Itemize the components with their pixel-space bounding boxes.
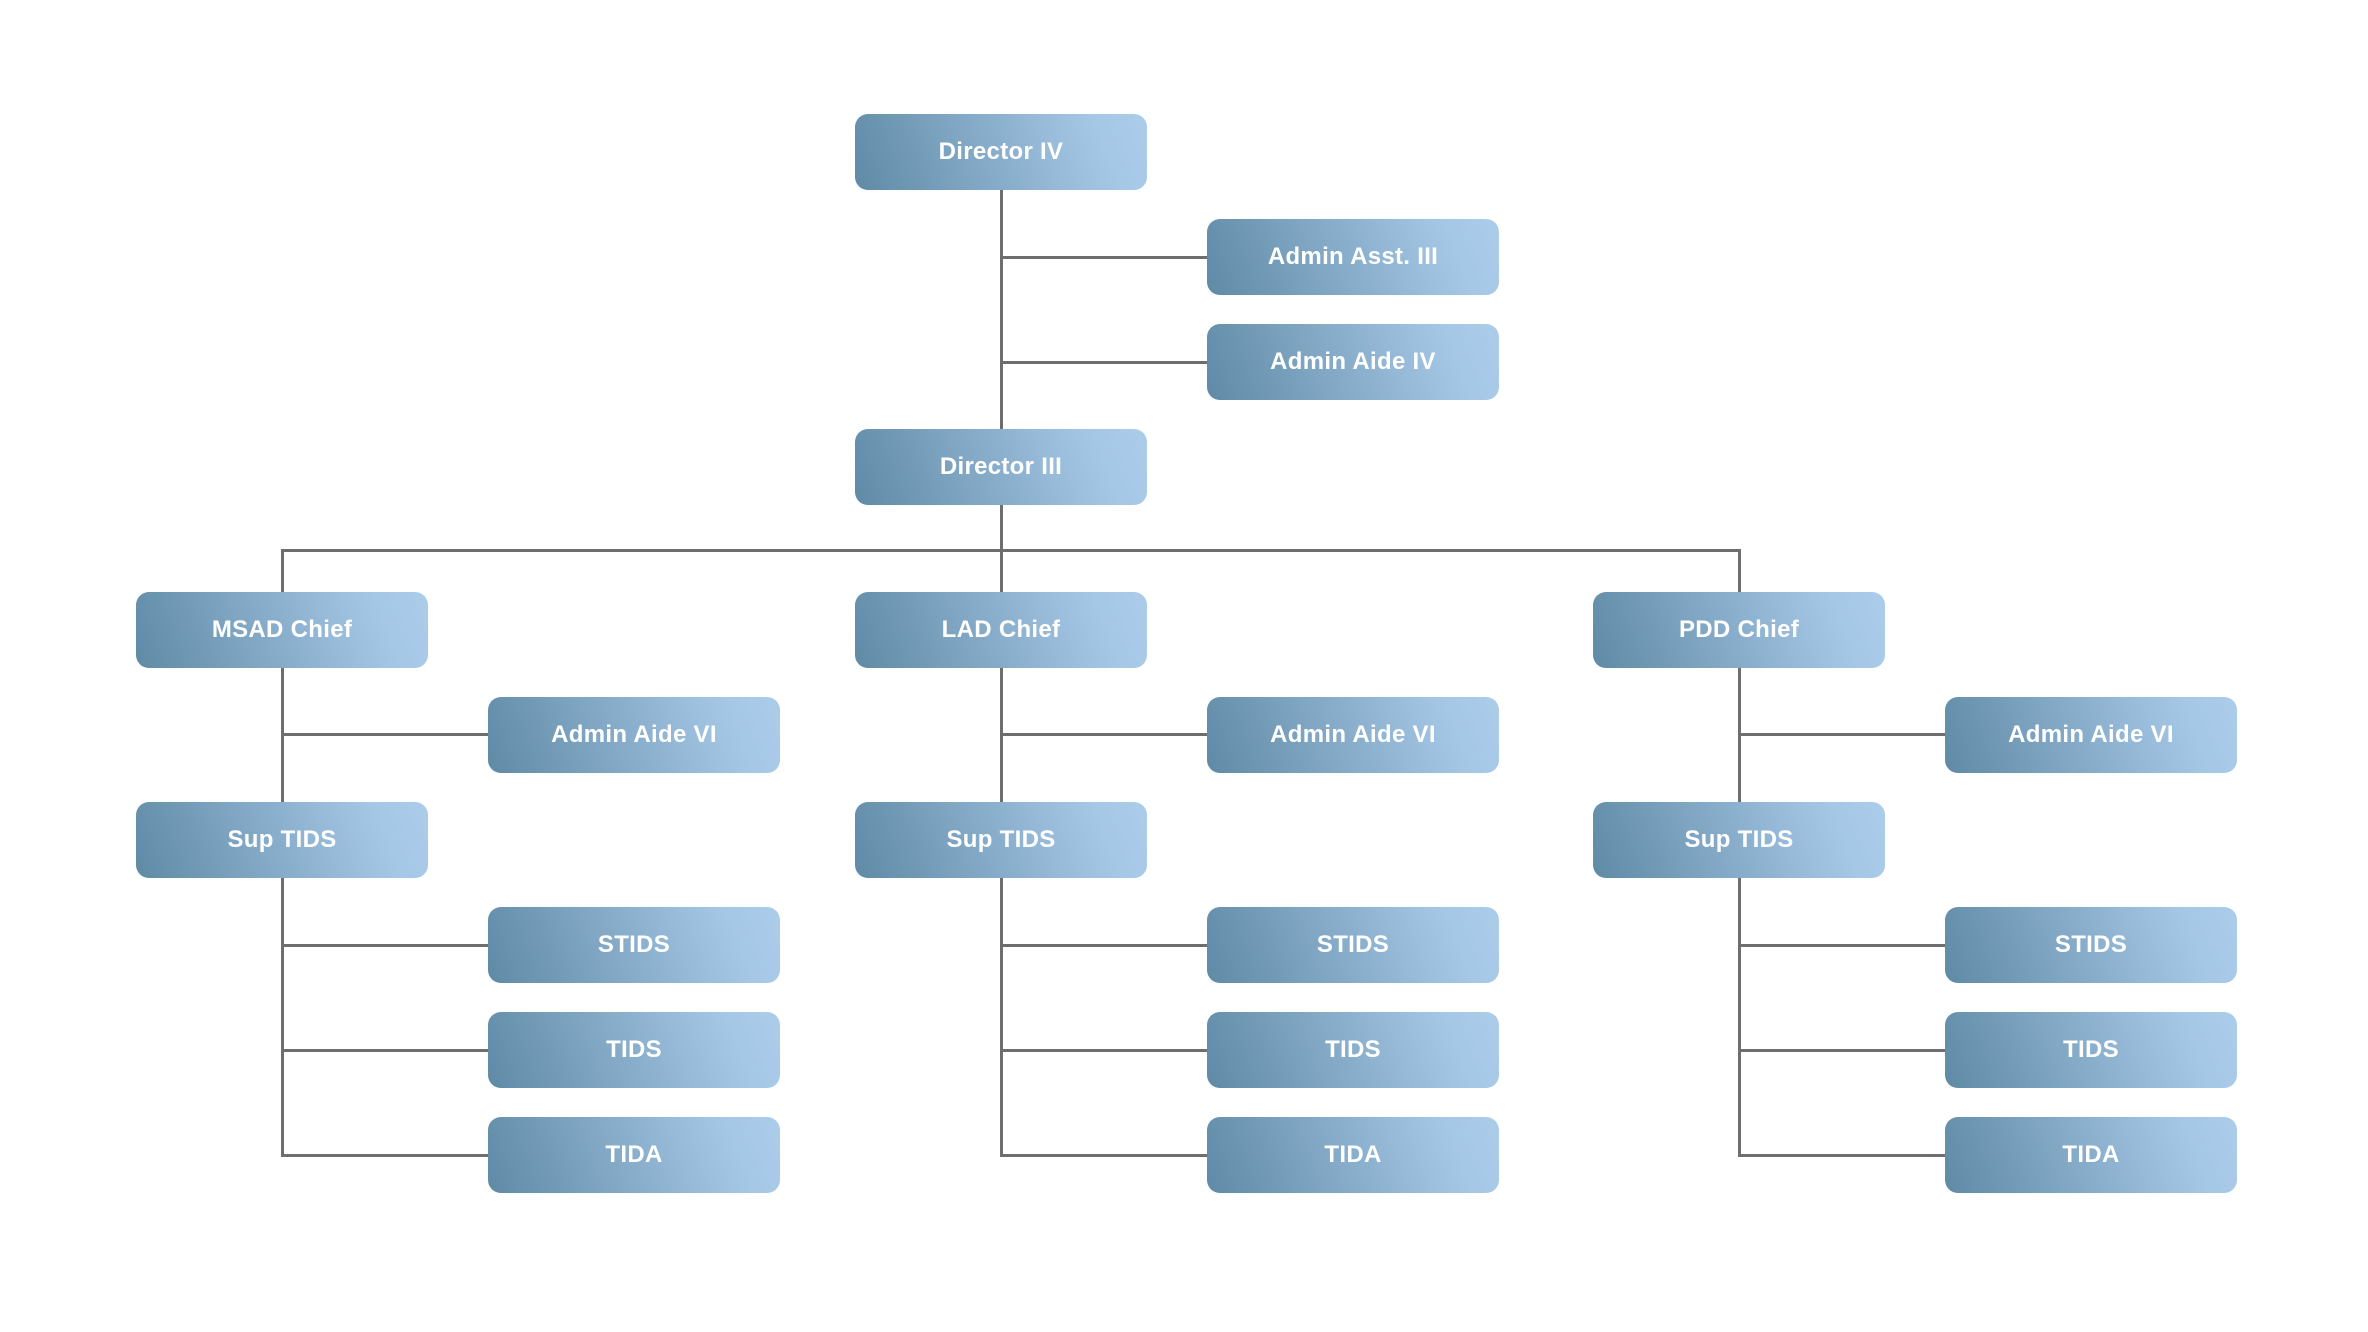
connector-line-vertical <box>1738 878 1741 1157</box>
org-node-lad-tida: TIDA <box>1207 1117 1499 1193</box>
connector-line-horizontal <box>1000 733 1207 736</box>
org-node-label-lad-stids: STIDS <box>1316 931 1390 958</box>
connector-line-horizontal <box>1000 256 1207 259</box>
org-node-admin-asst-iii: Admin Asst. III <box>1207 219 1499 295</box>
org-node-msad-admin-aide-vi: Admin Aide VI <box>488 697 780 773</box>
org-node-label-pdd-stids: STIDS <box>2054 931 2128 958</box>
org-node-label-msad-stids: STIDS <box>597 931 671 958</box>
connector-line-horizontal <box>1000 361 1207 364</box>
org-node-pdd-chief: PDD Chief <box>1593 592 1885 668</box>
org-node-msad-chief: MSAD Chief <box>136 592 428 668</box>
connector-line-horizontal <box>1738 944 1945 947</box>
org-node-label-pdd-chief: PDD Chief <box>1678 616 1800 643</box>
org-node-label-pdd-tids: TIDS <box>2063 1036 2119 1063</box>
org-node-label-lad-tids: TIDS <box>1325 1036 1381 1063</box>
connector-line-vertical <box>1000 190 1003 429</box>
connector-line-vertical <box>1000 878 1003 1157</box>
org-node-label-msad-admin-aide-vi: Admin Aide VI <box>551 721 717 748</box>
org-node-label-lad-sup-tids: Sup TIDS <box>946 826 1056 853</box>
connector-line-horizontal <box>281 1049 488 1052</box>
org-node-msad-sup-tids: Sup TIDS <box>136 802 428 878</box>
org-node-pdd-sup-tids: Sup TIDS <box>1593 802 1885 878</box>
org-node-label-pdd-admin-aide-vi: Admin Aide VI <box>2008 721 2174 748</box>
org-node-pdd-tids: TIDS <box>1945 1012 2237 1088</box>
org-node-lad-admin-aide-vi: Admin Aide VI <box>1207 697 1499 773</box>
connector-line-horizontal <box>281 944 488 947</box>
connector-line-horizontal <box>1738 1154 1945 1157</box>
connector-line-horizontal <box>281 733 488 736</box>
org-node-label-msad-tida: TIDA <box>605 1141 663 1168</box>
org-node-lad-sup-tids: Sup TIDS <box>855 802 1147 878</box>
org-node-msad-tids: TIDS <box>488 1012 780 1088</box>
connector-line-horizontal <box>1738 733 1945 736</box>
org-node-director-iii: Director III <box>855 429 1147 505</box>
org-node-pdd-stids: STIDS <box>1945 907 2237 983</box>
org-node-label-pdd-sup-tids: Sup TIDS <box>1684 826 1794 853</box>
org-node-label-msad-tids: TIDS <box>606 1036 662 1063</box>
org-node-label-msad-sup-tids: Sup TIDS <box>227 826 337 853</box>
org-node-director-iv: Director IV <box>855 114 1147 190</box>
org-node-lad-stids: STIDS <box>1207 907 1499 983</box>
connector-line-vertical <box>1738 549 1741 592</box>
connector-line-vertical <box>281 549 284 592</box>
connector-line-vertical <box>281 878 284 1157</box>
connector-line-horizontal <box>281 549 1741 552</box>
connector-line-vertical <box>1000 505 1003 592</box>
org-node-label-director-iii: Director III <box>939 453 1063 480</box>
org-node-msad-stids: STIDS <box>488 907 780 983</box>
org-node-admin-aide-iv: Admin Aide IV <box>1207 324 1499 400</box>
org-node-label-lad-admin-aide-vi: Admin Aide VI <box>1270 721 1436 748</box>
connector-line-horizontal <box>1000 1154 1207 1157</box>
org-node-pdd-tida: TIDA <box>1945 1117 2237 1193</box>
org-node-label-admin-aide-iv: Admin Aide IV <box>1270 348 1436 375</box>
org-node-label-pdd-tida: TIDA <box>2062 1141 2120 1168</box>
connector-line-horizontal <box>281 1154 488 1157</box>
org-node-pdd-admin-aide-vi: Admin Aide VI <box>1945 697 2237 773</box>
org-node-lad-chief: LAD Chief <box>855 592 1147 668</box>
org-node-lad-tids: TIDS <box>1207 1012 1499 1088</box>
org-node-msad-tida: TIDA <box>488 1117 780 1193</box>
org-node-label-lad-tida: TIDA <box>1324 1141 1382 1168</box>
org-node-label-lad-chief: LAD Chief <box>941 616 1061 643</box>
connector-line-horizontal <box>1738 1049 1945 1052</box>
org-node-label-msad-chief: MSAD Chief <box>211 616 353 643</box>
connector-line-horizontal <box>1000 1049 1207 1052</box>
org-node-label-director-iv: Director IV <box>938 138 1064 165</box>
org-node-label-admin-asst-iii: Admin Asst. III <box>1267 243 1439 270</box>
connector-line-horizontal <box>1000 944 1207 947</box>
